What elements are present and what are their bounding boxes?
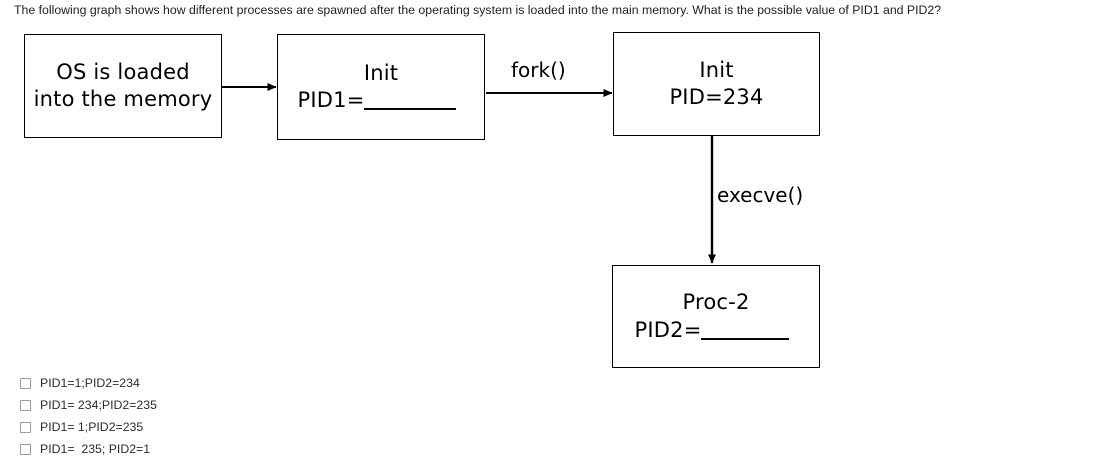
option-label: PID1= 235; PID2=1 (40, 442, 151, 456)
node-proc-2-line2-wrap: PID2= (635, 317, 790, 344)
edge-label-fork: fork() (511, 58, 566, 82)
checkbox-icon[interactable] (20, 377, 31, 389)
node-init-pid1: Init PID1= (277, 34, 485, 140)
option-label: PID1= 1;PID2=235 (40, 420, 144, 434)
node-os-loaded-line2: into the memory (33, 87, 213, 111)
option-label: PID1=1;PID2=234 (40, 376, 140, 390)
node-proc-2: Proc-2 PID2= (612, 265, 820, 368)
edge-label-execve: execve() (717, 183, 804, 207)
checkbox-icon[interactable] (20, 443, 31, 455)
node-init-234: Init PID=234 (613, 32, 820, 136)
node-init-pid1-line2: PID1= (297, 88, 365, 112)
node-os-loaded: OS is loaded into the memory (24, 34, 222, 138)
node-init-pid1-line2-wrap: PID1= (298, 87, 457, 114)
question-prompt: The following graph shows how different … (14, 3, 942, 17)
pid1-blank-field[interactable] (364, 108, 457, 110)
checkbox-icon[interactable] (20, 421, 31, 433)
checkbox-icon[interactable] (20, 399, 31, 411)
pid2-blank-field[interactable] (701, 337, 790, 340)
node-proc-2-line1: Proc-2 (682, 290, 750, 315)
node-os-loaded-line1: OS is loaded (56, 59, 190, 84)
option-row[interactable]: PID1= 1;PID2=235 (20, 416, 440, 438)
option-label: PID1= 234;PID2=235 (40, 398, 157, 412)
node-init-234-line2: PID=234 (669, 85, 764, 109)
answer-options: PID1=1;PID2=234 PID1= 234;PID2=235 PID1=… (20, 372, 440, 460)
option-row[interactable]: PID1= 235; PID2=1 (20, 438, 440, 460)
node-init-pid1-line1: Init (363, 60, 399, 85)
node-proc-2-line2: PID2= (634, 317, 702, 342)
option-row[interactable]: PID1=1;PID2=234 (20, 372, 440, 394)
option-row[interactable]: PID1= 234;PID2=235 (20, 394, 440, 416)
node-init-234-line1: Init (699, 57, 734, 82)
